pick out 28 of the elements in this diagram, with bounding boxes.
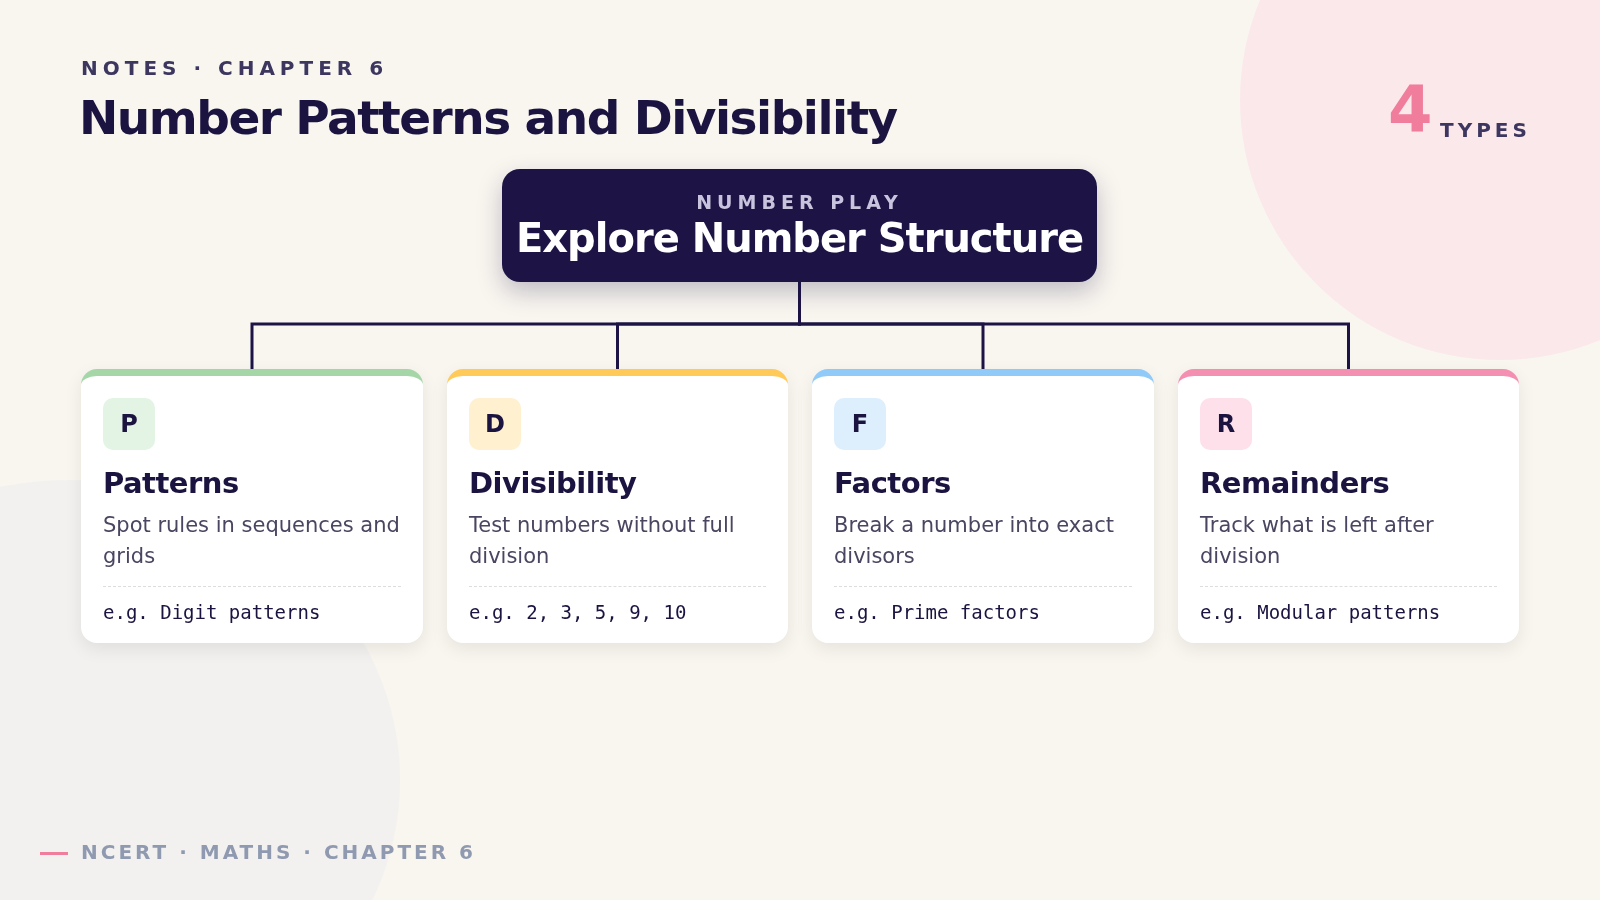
topic-card — [447, 369, 788, 643]
card-description: Break a number into exact divisors — [834, 512, 1115, 570]
card-heading: Remainders — [1200, 466, 1391, 500]
page-title: Number Patterns and Divisibility — [79, 90, 897, 145]
card-description: Track what is left after division — [1200, 512, 1435, 570]
topic-card — [81, 369, 423, 643]
letter-badge: P — [103, 398, 155, 450]
card-description: Test numbers without full division — [469, 512, 736, 570]
label-kicker: NOTES · CHAPTER 6 — [81, 56, 389, 80]
box-title: Explore Number Structure — [515, 214, 1084, 261]
example-text: e.g. Modular patterns — [1200, 586, 1497, 623]
box-kicker: NUMBER PLAY — [696, 190, 903, 213]
example-text: e.g. 2, 3, 5, 9, 10 — [469, 586, 766, 623]
example-text: e.g. Prime factors — [834, 586, 1132, 623]
footer-text: NCERT · MATHS · CHAPTER 6 — [81, 840, 477, 864]
topic-card — [1178, 369, 1519, 643]
count-number: 4 — [1388, 72, 1433, 149]
count-label: TYPES — [1440, 118, 1531, 142]
card-heading: Factors — [834, 466, 952, 500]
letter-badge: D — [469, 398, 521, 450]
letter-badge: R — [1200, 398, 1252, 450]
root-box — [502, 169, 1097, 282]
card-heading: Divisibility — [469, 466, 638, 500]
card-description: Spot rules in sequences and grids — [103, 512, 401, 570]
letter-badge: F — [834, 398, 886, 450]
example-text: e.g. Digit patterns — [103, 586, 401, 623]
topic-card — [812, 369, 1154, 643]
card-heading: Patterns — [103, 466, 240, 500]
